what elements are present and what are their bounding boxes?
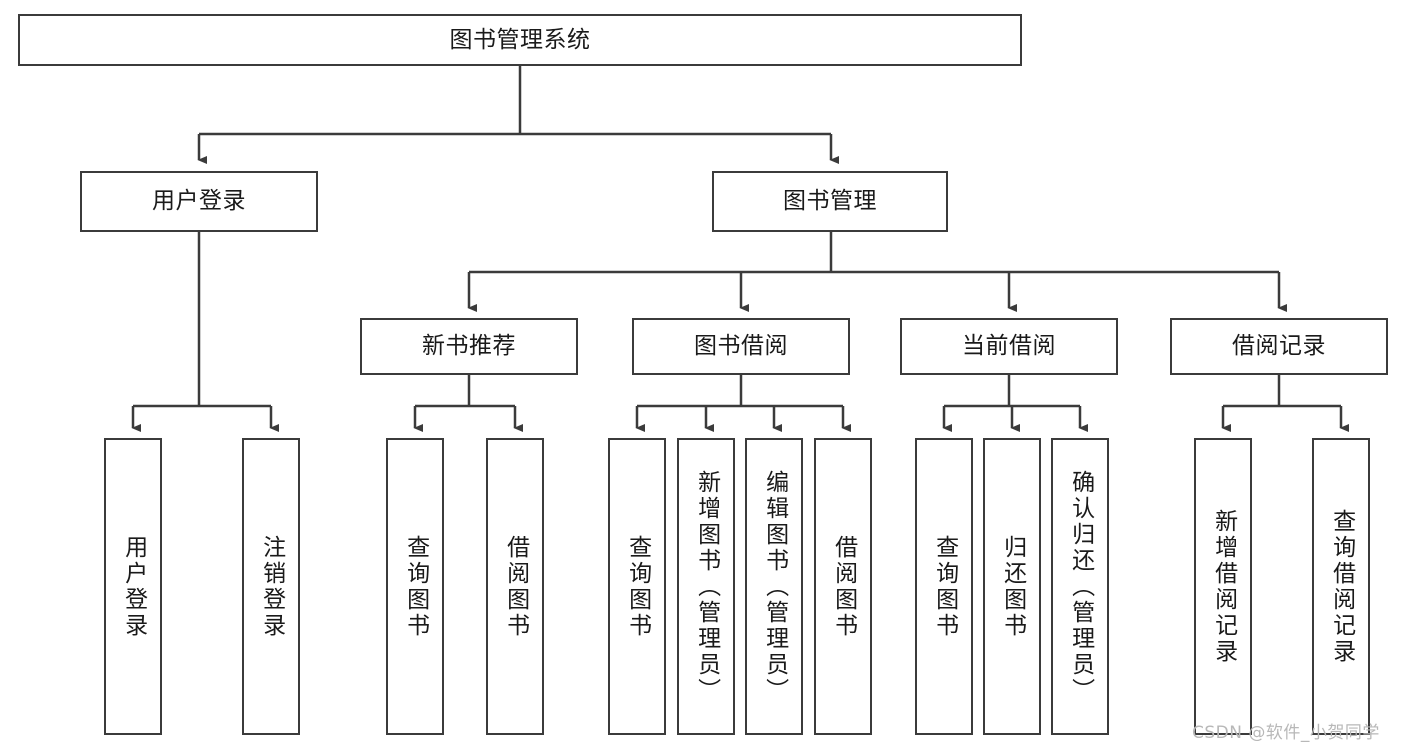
node-level1-user-login-label: 用户登录 xyxy=(152,188,246,215)
node-level2-borrow-records[interactable]: 借阅记录 xyxy=(1170,318,1388,375)
node-leaf-query-book-borrow[interactable]: 查询图书 xyxy=(608,438,666,735)
node-leaf-borrow-book-label: 借阅图书 xyxy=(830,534,857,639)
node-level2-book-borrow-label: 图书借阅 xyxy=(694,333,788,360)
node-leaf-query-book-borrow-label: 查询图书 xyxy=(624,534,651,639)
node-level1-book-management[interactable]: 图书管理 xyxy=(712,171,948,232)
node-leaf-query-borrow-record[interactable]: 查询借阅记录 xyxy=(1312,438,1370,735)
node-leaf-edit-book-admin-label: 编辑图书（管理员） xyxy=(761,469,788,704)
node-leaf-query-borrow-record-label: 查询借阅记录 xyxy=(1328,508,1355,665)
node-leaf-user-login-label: 用户登录 xyxy=(120,534,147,639)
node-level2-current-borrow[interactable]: 当前借阅 xyxy=(900,318,1118,375)
node-level1-user-login[interactable]: 用户登录 xyxy=(80,171,318,232)
node-level2-borrow-records-label: 借阅记录 xyxy=(1232,333,1326,360)
node-root-label: 图书管理系统 xyxy=(449,26,591,53)
node-leaf-add-book-admin-label: 新增图书（管理员） xyxy=(693,469,720,704)
csdn-watermark: CSDN @软件_小贺同学 xyxy=(1192,723,1380,743)
node-leaf-confirm-return-admin-label: 确认归还（管理员） xyxy=(1067,469,1094,704)
node-leaf-query-book-recommend[interactable]: 查询图书 xyxy=(386,438,444,735)
node-level1-book-management-label: 图书管理 xyxy=(783,188,877,215)
node-leaf-return-book-label: 归还图书 xyxy=(999,534,1026,639)
node-leaf-logout[interactable]: 注销登录 xyxy=(242,438,300,735)
node-leaf-return-book[interactable]: 归还图书 xyxy=(983,438,1041,735)
node-leaf-add-book-admin[interactable]: 新增图书（管理员） xyxy=(677,438,735,735)
node-leaf-borrow-book-recommend-label: 借阅图书 xyxy=(502,534,529,639)
node-level2-book-borrow[interactable]: 图书借阅 xyxy=(632,318,850,375)
node-level2-new-book-recommendation-label: 新书推荐 xyxy=(422,333,516,360)
node-leaf-query-book-current[interactable]: 查询图书 xyxy=(915,438,973,735)
node-leaf-user-login[interactable]: 用户登录 xyxy=(104,438,162,735)
node-leaf-logout-label: 注销登录 xyxy=(258,534,285,639)
node-leaf-borrow-book[interactable]: 借阅图书 xyxy=(814,438,872,735)
node-leaf-borrow-book-recommend[interactable]: 借阅图书 xyxy=(486,438,544,735)
node-leaf-query-book-current-label: 查询图书 xyxy=(931,534,958,639)
node-leaf-add-borrow-record[interactable]: 新增借阅记录 xyxy=(1194,438,1252,735)
node-root[interactable]: 图书管理系统 xyxy=(18,14,1022,66)
node-leaf-confirm-return-admin[interactable]: 确认归还（管理员） xyxy=(1051,438,1109,735)
node-level2-new-book-recommendation[interactable]: 新书推荐 xyxy=(360,318,578,375)
node-leaf-add-borrow-record-label: 新增借阅记录 xyxy=(1210,508,1237,665)
node-leaf-edit-book-admin[interactable]: 编辑图书（管理员） xyxy=(745,438,803,735)
node-leaf-query-book-recommend-label: 查询图书 xyxy=(402,534,429,639)
node-level2-current-borrow-label: 当前借阅 xyxy=(962,333,1056,360)
